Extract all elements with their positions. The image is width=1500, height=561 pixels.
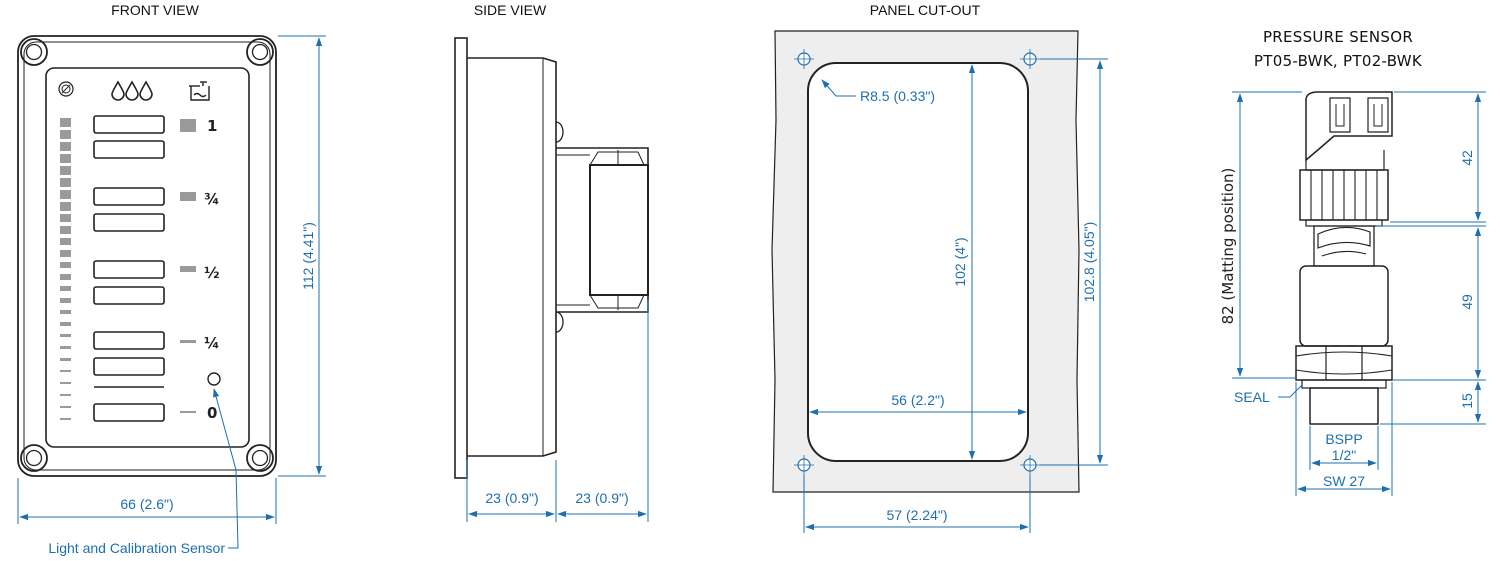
pressure-sensor [1295,91,1393,425]
cutout-dimensions [803,58,1108,533]
wrench-size-label: SW 27 [1323,473,1365,489]
level-indicator-half [180,266,196,272]
level-bar [93,357,165,376]
front-width-dimension: 66 (2.6") [120,496,173,512]
sensor-body [1299,265,1389,347]
sensor-dimension-49: 49 [1459,294,1475,310]
tank-icon [189,81,210,101]
cutout-outer-height-dimension: 102.8 (4.05") [1081,222,1097,302]
thread-label-line2: 1/2" [1332,447,1356,463]
level-indicator-quarter [180,340,196,343]
cutout-title: PANEL CUT-OUT [870,2,981,18]
front-height-dimension: 112 (4.41") [300,222,316,290]
screw-top-right [246,38,274,66]
sensor-dimension-42: 42 [1459,150,1475,166]
level-bar [93,115,165,134]
side-view [454,37,649,479]
water-drops-icon [111,80,153,101]
seal-label: SEAL [1234,389,1270,405]
front-display [45,67,250,448]
side-connector [556,147,649,313]
thread-label-line1: BSPP [1325,431,1362,447]
mating-dimension: 82 (Matting position) [1219,168,1237,325]
cutout-inner-width-dimension: 56 (2.2") [891,392,944,408]
sensor-thread [1309,387,1379,425]
level-indicator-full [180,119,196,132]
front-bezel-inner [23,41,271,471]
side-dimensions [466,300,649,522]
level-bar [93,403,165,422]
level-bar [93,331,165,350]
level-bar [93,213,165,232]
sensor-connector-head [1305,91,1393,162]
light-sensor [207,372,221,386]
side-body [467,57,557,457]
sensor-callout: Light and Calibration Sensor [48,540,225,556]
sensor-seal [1301,379,1387,389]
level-bar [93,187,165,206]
front-view-title: FRONT VIEW [111,2,199,18]
side-view-title: SIDE VIEW [474,2,547,18]
corner-radius-dimension: R8.5 (0.33") [860,88,935,104]
cutout-inner-height-dimension: 102 (4") [952,237,968,286]
side-flange [454,37,468,479]
front-view [17,35,277,477]
sensor-hex-nut [1295,345,1393,381]
screw-bottom-left [20,444,48,472]
settings-icon [58,81,74,97]
front-dimensions [17,35,326,549]
side-depth-dimension-1: 23 (0.9") [485,490,538,506]
sensor-dimension-15: 15 [1459,393,1475,409]
level-label-empty: 0 [207,404,217,422]
front-bezel-outer [17,35,277,477]
side-connector-plug [589,164,649,296]
led-column [60,118,71,420]
screw-top-left [20,38,48,66]
sensor-title-line2: PT05-BWK, PT02-BWK [1254,52,1423,70]
level-label-half: ½ [204,264,220,282]
hole-spacing-dimension: 57 (2.24") [886,507,947,523]
level-bar [93,260,165,279]
level-indicator-three-quarter [180,192,196,201]
level-label-full: 1 [207,117,217,135]
level-bar [93,140,165,159]
level-bar [93,286,165,305]
sensor-title-line1: PRESSURE SENSOR [1263,28,1413,46]
sensor-dimensions [1232,91,1486,496]
level-indicator-empty [180,411,196,413]
level-label-quarter: ¼ [204,334,220,352]
side-depth-dimension-2: 23 (0.9") [575,490,628,506]
screw-bottom-right [246,444,274,472]
level-label-three-quarter: ¾ [204,190,220,208]
